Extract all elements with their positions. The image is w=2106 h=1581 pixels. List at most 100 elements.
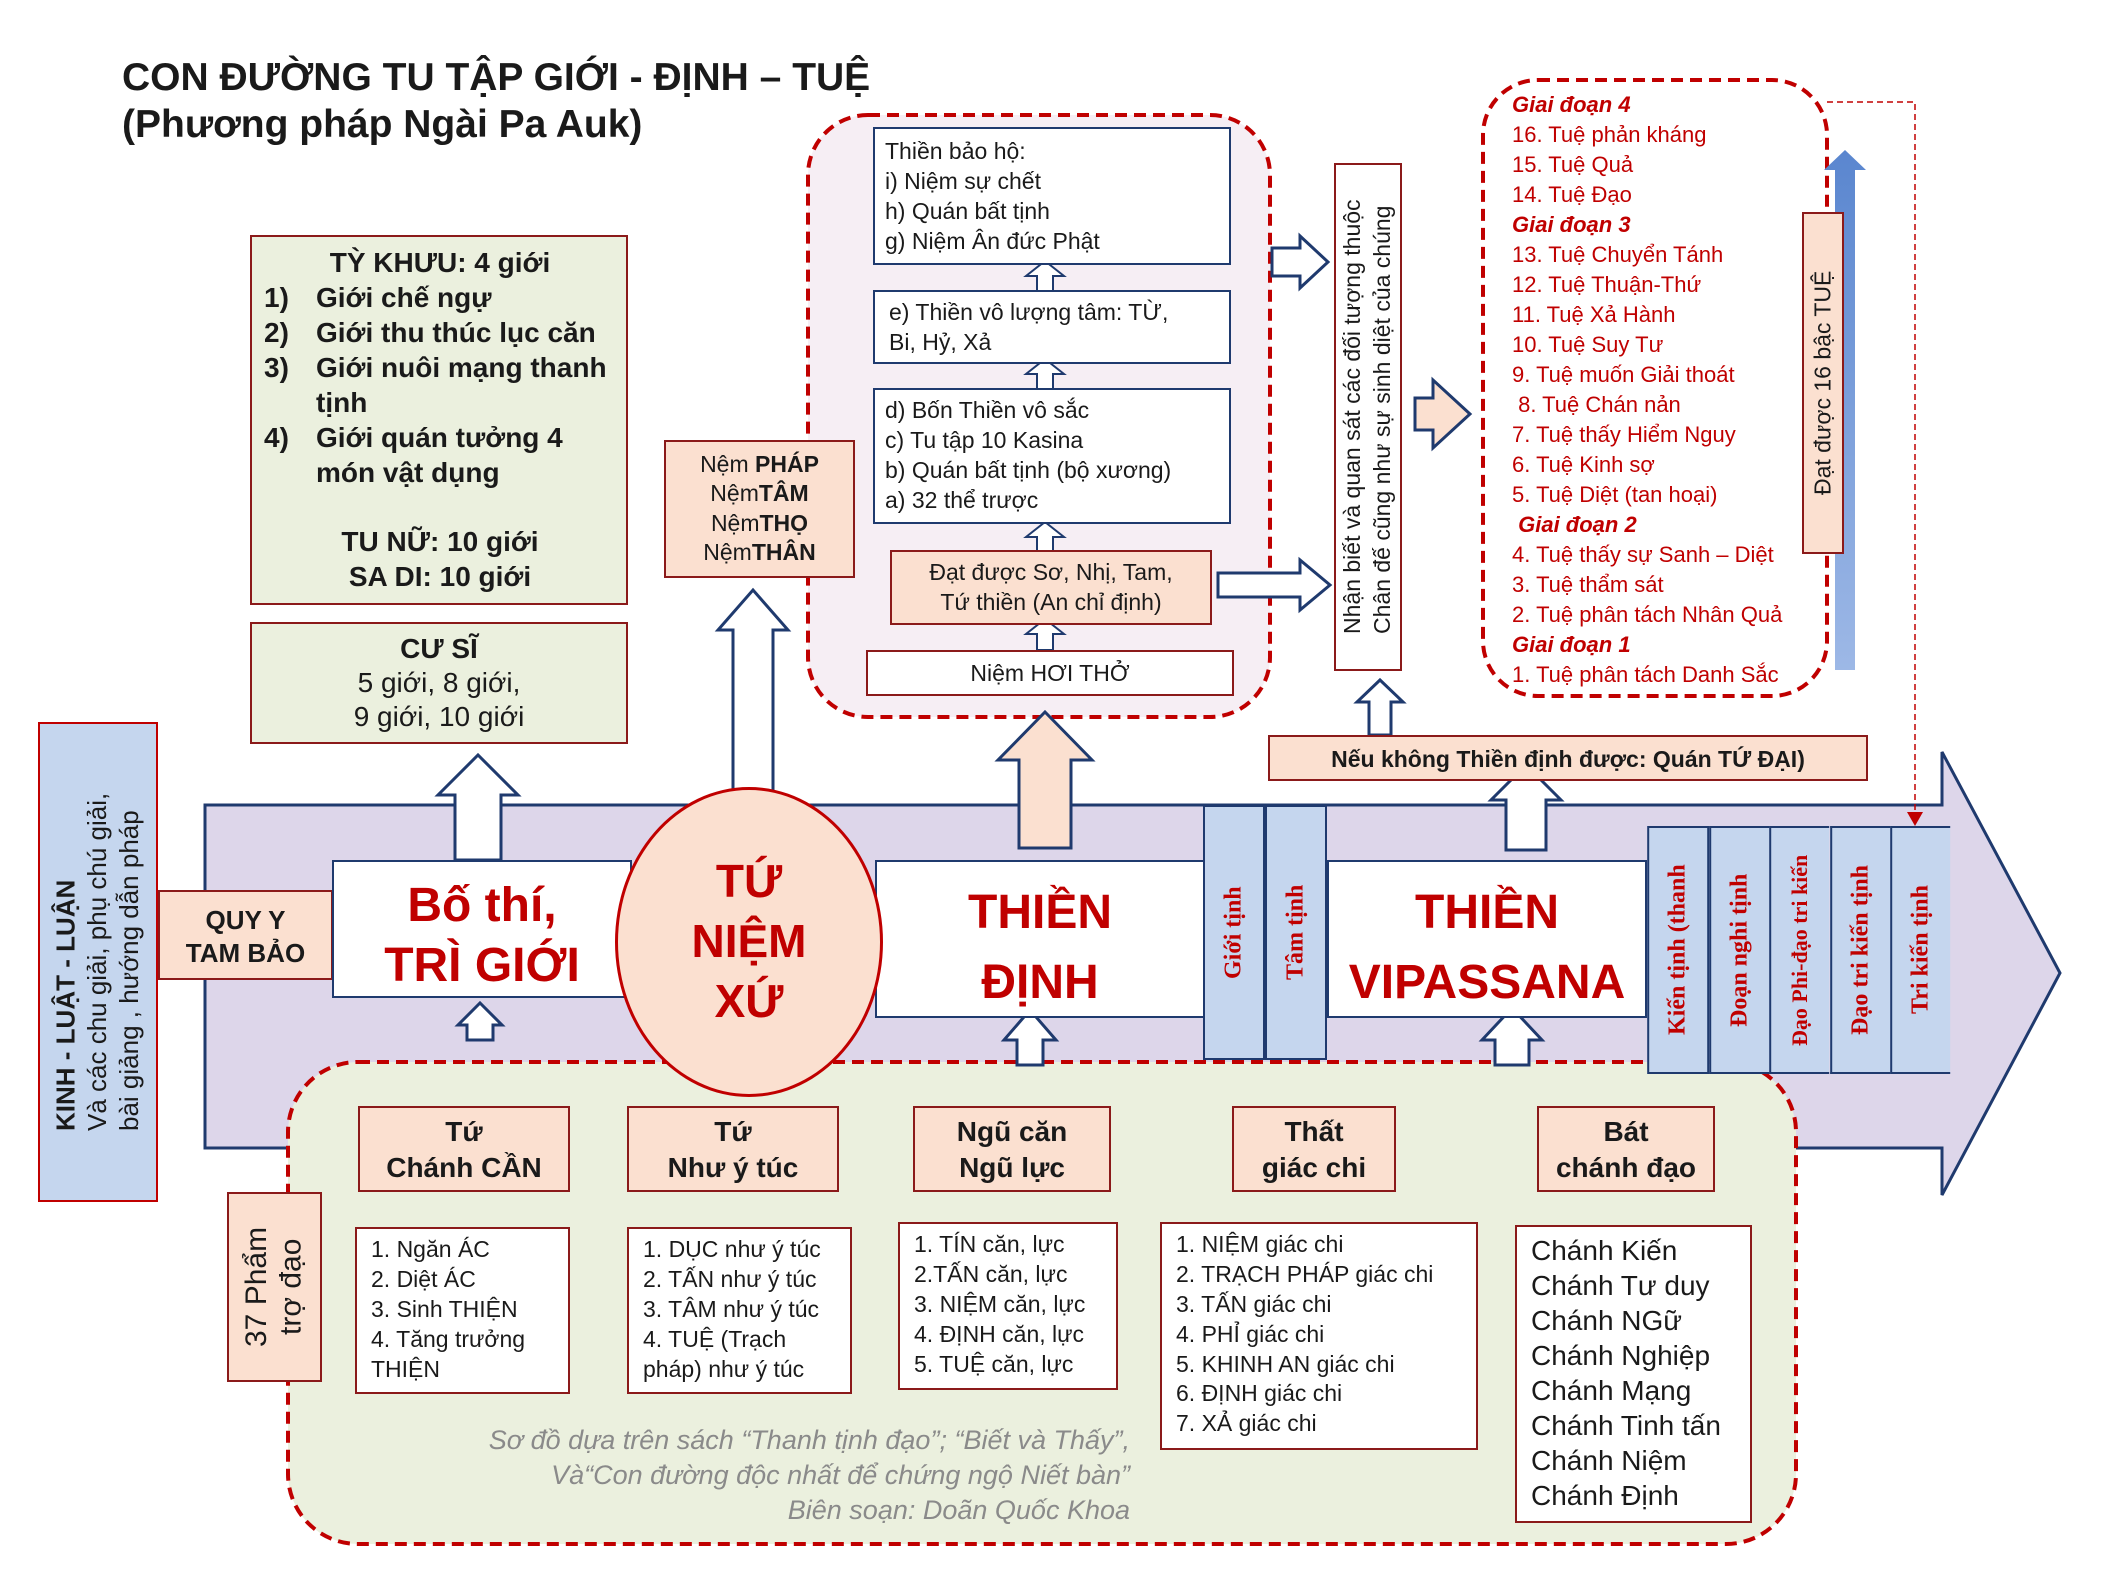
monk-heading: TỲ KHƯU: 4 giới [329, 247, 551, 278]
lay-heading: CƯ SĨ [400, 633, 478, 664]
mindfulness-object: Nệm PHÁP [666, 450, 853, 479]
monk-precept-item: 2)Giới thu thúc lục căn [264, 315, 616, 350]
scripture-label-line-1: KINH - LUẬT - LUẬN [50, 879, 81, 1132]
factor-title-box: Thất giác chi [1232, 1106, 1396, 1192]
factors-label-line-1: 37 Phẩm [240, 1226, 273, 1348]
knowledge-bar-2: Đoạn nghi tịnh [1709, 826, 1770, 1074]
connector-arrowhead [1907, 812, 1923, 826]
mindfulness-name: THỌ [759, 509, 809, 536]
factor-item: 1. TÍN căn, lực [914, 1231, 1065, 1257]
refuge-box: QUY Y TAM BẢO [158, 890, 333, 980]
mindfulness-name: PHÁP [755, 451, 819, 477]
credits-line-3: Biên soạn: Doãn Quốc Khoa [787, 1495, 1130, 1526]
title-line-2: (Phương pháp Ngài Pa Auk) [122, 102, 643, 146]
page-title: CON ĐƯỜNG TU TẬP GIỚI - ĐỊNH – TUỆ (Phươ… [122, 55, 870, 149]
stage-generosity-line-1: Bố thí, [407, 879, 557, 932]
attainment-item: Tứ thiền (An chỉ định) [940, 588, 1162, 615]
stage-generosity-line-2: TRÌ GIỚI [384, 939, 580, 992]
factor-item: Chánh Tư duy [1531, 1270, 1710, 1301]
factor-title-line: Ngũ căn [956, 1116, 1068, 1147]
formless-item: b) Quán bất tịnh (bộ xương) [885, 456, 1172, 483]
arrow-up-bottom-1 [454, 1000, 506, 1042]
monk-precept-number: 2) [264, 317, 289, 348]
arrow-up-bottom-3 [1478, 1005, 1546, 1067]
scripture-label-line-3: bài giảng , hướng dẫn pháp [113, 810, 144, 1132]
arrow-up-dinh [994, 709, 1096, 850]
four-elements-box: Nếu không Thiền định được: Quán TỨ ĐẠI) [1268, 735, 1868, 781]
arrow-right-insight [1413, 376, 1473, 452]
factor-item: 5. TUỆ căn, lực [914, 1350, 1074, 1377]
factor-item: Chánh NGữ [1531, 1305, 1683, 1336]
formless-item: a) 32 thể trược [885, 486, 1039, 513]
factor-title-line: Như ý túc [667, 1152, 799, 1184]
insight-stage-heading: Giai đoạn 3 [1512, 212, 1631, 237]
factor-item: Chánh Tinh tấn [1531, 1410, 1721, 1441]
title-line-1: CON ĐƯỜNG TU TẬP GIỚI - ĐỊNH – TUỆ [122, 56, 871, 99]
protective-item: g) Niệm Ân đức Phật [885, 227, 1100, 254]
immeasurable-list: e) Thiền vô lượng tâm: TỪ,Bi, Hỷ, Xả [889, 298, 1219, 358]
formless-item: c) Tu tập 10 Kasina [885, 426, 1084, 453]
monk-precept-text: Giới quán tưởng 4 món vật dụng [316, 422, 563, 488]
arrow-up-vip [1487, 762, 1565, 852]
insight-item: 6. Tuệ Kinh sợ [1512, 452, 1655, 477]
observe-line-2: Chân đế cũng như sự sinh diệt của chúng [1369, 205, 1395, 635]
factor-title-line: Tứ [714, 1116, 752, 1147]
immeasurable-box: e) Thiền vô lượng tâm: TỪ,Bi, Hỷ, Xả [873, 290, 1231, 364]
arrow-right-attain [1216, 556, 1333, 614]
arrow-up-bottom-2 [1000, 1007, 1060, 1067]
factor-item: 4. Tăng trưởng [371, 1325, 526, 1352]
arrow-up-cusi [434, 752, 522, 862]
factor-item: 5. KHINH AN giác chi [1176, 1350, 1395, 1377]
nun-precepts: TU NỮ: 10 giới [341, 526, 539, 557]
mindfulness-prefix: Nệm [700, 451, 756, 477]
formless-item: d) Bốn Thiền vô sắc [885, 397, 1090, 423]
insight-item: 13. Tuệ Chuyển Tánh [1512, 242, 1724, 267]
factor-title-line: Bát [1603, 1116, 1649, 1147]
purity-bar-2: Tâm tịnh [1265, 805, 1327, 1060]
stage-insight: THIỀN VIPASSANA [1327, 860, 1647, 1018]
factor-title-line: giác chi [1261, 1152, 1367, 1184]
insight-item: 11. Tuệ Xả Hành [1512, 302, 1676, 327]
credits-line-1: Sơ đồ dựa trên sách “Thanh tịnh đạo”; “B… [488, 1425, 1130, 1455]
monk-precept-text: Giới nuôi mạng thanh tịnh [316, 352, 607, 418]
factor-item: 3. TẤN giác chi [1176, 1290, 1332, 1317]
insight-item: 7. Tuệ thấy Hiểm Nguy [1512, 422, 1736, 447]
arrow-up-observe [1353, 677, 1407, 737]
mindfulness-name: TÂM [758, 480, 809, 507]
factor-item: THIỆN [371, 1355, 440, 1382]
factors-label-line-2: trợ đạo [274, 1238, 308, 1336]
factor-title-line: Thất [1284, 1116, 1344, 1147]
factor-item: 2.TẤN căn, lực [914, 1260, 1068, 1287]
arrow-right-protect [1270, 232, 1331, 292]
factor-item: 2. TRẠCH PHÁP giác chi [1176, 1260, 1434, 1287]
factor-item: 4. ĐỊNH căn, lực [914, 1320, 1085, 1347]
knowledge-bar-1: Kiến tịnh (thanh [1647, 826, 1710, 1074]
insight-item: 4. Tuệ thấy sự Sanh – Diệt [1512, 542, 1774, 567]
mindfulness-prefix: Nệm [710, 509, 760, 536]
progress-up-arrow [1824, 150, 1866, 670]
knowledge-bars: Kiến tịnh (thanh Đoạn nghi tịnh Đạo Phi-… [1647, 826, 1951, 1074]
stage-insight-line-2: VIPASSANA [1348, 955, 1626, 1009]
scripture-label-line-2: Và các chu giải, phụ chú giải, [82, 792, 113, 1132]
factor-item: 4. PHỈ giác chi [1176, 1320, 1325, 1347]
mindfulness-object: NệmTHÂN [666, 538, 853, 567]
factor-item: pháp) như ý túc [643, 1355, 805, 1382]
jhana-attainment-box: Đạt được Sơ, Nhị, Tam,Tứ thiền (An chỉ đ… [890, 550, 1212, 625]
factor-item: 7. XẢ giác chi [1176, 1410, 1317, 1437]
insight-stage-heading: Giai đoạn 1 [1512, 632, 1631, 657]
four-foundations-oval: TỨ NIỆM XỨ [615, 787, 883, 1097]
achieve-label: Đạt được 16 bậc TUỆ [1802, 212, 1844, 554]
credits: Sơ đồ dựa trên sách “Thanh tịnh đạo”; “B… [360, 1423, 1130, 1528]
monk-precept-item: 1)Giới chế ngự [264, 280, 616, 315]
oval-line-1: TỨ [715, 855, 783, 908]
